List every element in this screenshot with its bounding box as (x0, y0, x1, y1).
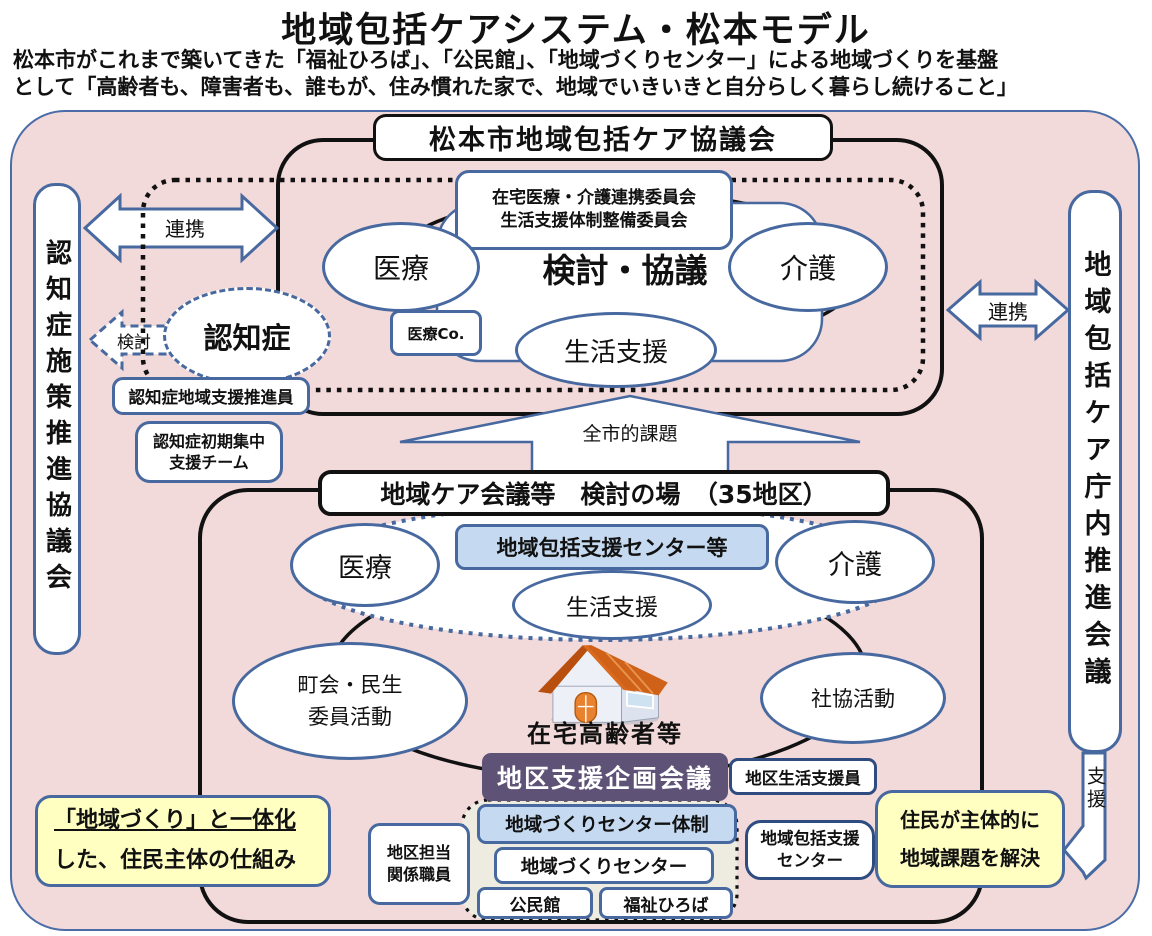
care-label-top: 介護 (779, 252, 836, 285)
dementia-policy-council-panel: 認知症施策推進協議会 (33, 183, 81, 655)
fukushi-hiroba-label: 福祉ひろば (623, 895, 709, 916)
medical-label-bottom: 医療 (338, 552, 392, 584)
renkei-right-label: 連携 (968, 299, 1048, 324)
medical-ellipse-top: 医療 (322, 222, 480, 312)
shien-text: 支援 (1084, 766, 1106, 812)
medical-ellipse-bottom: 医療 (290, 523, 440, 607)
page-subtitle-line1: 松本市がこれまで築いてきた「福祉ひろば」、「公民館」、「地域づくりセンター」によ… (13, 48, 999, 72)
planning-meeting-box: 地区支援企画会議 (482, 753, 728, 801)
district-care-meeting-title: 地域ケア会議等 検討の場 （35地区） (380, 480, 828, 509)
district-life-supporter-box: 地区生活支援員 (729, 758, 877, 795)
shakyo-ellipse: 社協活動 (760, 652, 946, 744)
kominkan-label: 公民館 (509, 895, 561, 916)
life-support-ellipse-bottom: 生活支援 (512, 570, 712, 640)
medical-co-label: 医療Co. (407, 324, 465, 343)
citywide-issues-label: 全市的課題 (530, 420, 730, 445)
discussion-text: 検討・協議 (542, 251, 708, 290)
houkatsu-center-line2: センター (777, 851, 843, 870)
elderly-at-home-label: 在宅高齢者等 (495, 716, 715, 748)
page-subtitle: 松本市がこれまで築いてきた「福祉ひろば」、「公民館」、「地域づくりセンター」によ… (13, 47, 1145, 101)
dementia-promoter-label: 認知症地域支援推進員 (128, 388, 294, 407)
committees-line2: 生活支援体制整備委員会 (500, 211, 688, 231)
dementia-ellipse: 認知症 (163, 287, 331, 385)
district-life-supporter-label: 地区生活支援員 (745, 768, 861, 788)
shien-label: 支援 (1082, 766, 1106, 840)
support-center-box: 地域包括支援センター等 (455, 524, 769, 570)
houkatsu-center-line1: 地域包括支援 (760, 829, 860, 848)
community-center-label: 地域づくりセンター (520, 856, 688, 878)
page-title: 地域包括ケアシステム・松本モデル (281, 11, 871, 51)
kento-label: 検討 (103, 330, 165, 353)
renkei-left-arrow (82, 192, 280, 264)
kento-arrow (87, 308, 182, 372)
elderly-at-home-text: 在宅高齢者等 (527, 719, 683, 748)
district-staff-box: 地区担当 関係職員 (368, 823, 470, 905)
committees-line1: 在宅医療・介護連携委員会 (492, 188, 696, 208)
discussion-label: 検討・協議 (490, 246, 760, 290)
neighborhood-ellipse: 町会・民生 委員活動 (232, 642, 468, 760)
dementia-promoter-box: 認知症地域支援推進員 (112, 377, 310, 415)
page-subtitle-line2: として「高齢者も、障害者も、誰もが、住み慣れた家で、地域でいきいきと自分らしく暮… (13, 75, 1018, 99)
center-system-label: 地域づくりセンター体制 (505, 815, 709, 836)
houkatsu-center-box: 地域包括支援 センター (745, 820, 875, 880)
dementia-team-line2: 支援チーム (169, 453, 249, 472)
district-staff-line2: 関係職員 (386, 865, 451, 884)
district-care-meeting-box: 地域ケア会議等 検討の場 （35地区） (318, 470, 890, 516)
left-note-line1: 「地域づくり」と一体化 (54, 808, 297, 833)
support-center-label: 地域包括支援センター等 (496, 536, 728, 560)
citywide-issues-text: 全市的課題 (582, 422, 678, 445)
care-label-bottom: 介護 (828, 549, 882, 581)
citywide-promotion-meeting-panel: 地域包括ケア庁内推進会議 (1068, 190, 1122, 753)
renkei-right-text: 連携 (988, 299, 1028, 324)
right-note-line1: 住民が主体的に (900, 808, 1040, 832)
left-note-box: 「地域づくり」と一体化 した、住民主体の仕組み (35, 795, 331, 887)
neighborhood-line2: 委員活動 (308, 705, 392, 729)
care-ellipse-bottom: 介護 (775, 520, 935, 604)
house-icon (531, 638, 673, 726)
committees-box: 在宅医療・介護連携委員会 生活支援体制整備委員会 (455, 170, 733, 250)
right-note-box: 住民が主体的に 地域課題を解決 (875, 790, 1065, 888)
left-note-line2: した、住民主体の仕組み (54, 848, 297, 873)
council-title-box: 松本市地域包括ケア協議会 (373, 114, 833, 161)
dementia-label: 認知症 (203, 321, 291, 355)
dementia-team-box: 認知症初期集中 支援チーム (135, 421, 283, 483)
kominkan-box: 公民館 (477, 887, 593, 919)
medical-label-top: 医療 (372, 252, 429, 285)
life-support-ellipse-top: 生活支援 (515, 312, 717, 388)
kento-text: 検討 (117, 332, 151, 353)
medical-co-box: 医療Co. (390, 310, 482, 356)
life-support-label-bottom: 生活支援 (566, 595, 658, 621)
care-ellipse-top: 介護 (728, 222, 888, 312)
center-system-box: 地域づくりセンター体制 (477, 804, 737, 844)
citywide-promotion-meeting-label: 地域包括ケア庁内推進会議 (1079, 249, 1111, 694)
council-title: 松本市地域包括ケア協議会 (429, 125, 777, 156)
life-support-label-top: 生活支援 (563, 337, 668, 368)
renkei-left-text: 連携 (165, 216, 205, 241)
dementia-team-line1: 認知症初期集中 (152, 432, 265, 451)
renkei-left-label: 連携 (145, 216, 225, 241)
dementia-policy-council-label: 認知症施策推進協議会 (41, 239, 72, 599)
district-staff-line1: 地区担当 (386, 843, 451, 862)
right-note-line2: 地域課題を解決 (900, 846, 1040, 870)
fukushi-hiroba-box: 福祉ひろば (599, 887, 733, 919)
planning-meeting-label: 地区支援企画会議 (496, 764, 713, 793)
neighborhood-line1: 町会・民生 (297, 673, 403, 697)
shien-arrow (1062, 751, 1107, 881)
community-center-box: 地域づくりセンター (494, 847, 714, 884)
shakyo-label: 社協活動 (811, 687, 895, 711)
